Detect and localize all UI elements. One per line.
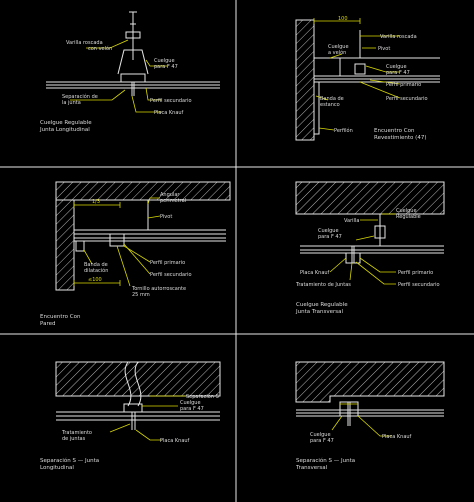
callout: para F 47	[154, 64, 178, 70]
callout: Perfil secundario	[150, 98, 192, 104]
callout: Cuelgue	[180, 400, 201, 406]
dimension-label: ≤100	[88, 277, 102, 283]
panel-3-callouts: Angular perimetral Pivot Banda de dilata…	[84, 192, 192, 298]
callout: Varilla roscada	[66, 40, 103, 46]
callout: Tornillo autorroscante	[131, 286, 186, 292]
callout: Pivot	[378, 46, 390, 52]
callout: Placa Knauf	[154, 110, 184, 116]
caption-line: Separación S — Junta	[40, 457, 99, 464]
callout: a velón	[328, 49, 346, 56]
detail-panel-6: Cuelgue para F 47 Placa Knauf Separación…	[295, 361, 445, 471]
callout: con velón	[88, 45, 112, 52]
callout: Varilla roscada	[380, 34, 417, 40]
callout: Pivot	[160, 214, 172, 220]
callout: Perfil secundario	[398, 282, 440, 288]
callout: Separación S	[186, 393, 219, 400]
callout: Perfil primario	[398, 270, 433, 276]
callout: Placa Knauf	[160, 438, 190, 444]
dimension-label: 1/3	[92, 199, 100, 205]
callout: Perfil secundario	[150, 272, 192, 278]
callout: Tratamiento de Juntas	[295, 282, 351, 288]
callout: Perfil secundario	[386, 96, 428, 102]
panel-1-callouts: Varilla roscada con velón Cuelgue para F…	[62, 40, 192, 116]
caption-line: Pared	[40, 321, 55, 327]
callout: Varilla	[344, 218, 359, 224]
detail-panel-4: Cuelgue Regulable Varilla Cuelgue para F…	[295, 181, 445, 315]
callout: Perfil primario	[386, 82, 421, 88]
caption-line: Cuelgue Regulable	[296, 302, 348, 308]
detail-panel-5: Separación S Cuelgue para F 47 Tratamien…	[40, 361, 221, 471]
callout: perimetral	[160, 198, 186, 204]
panel-2-caption: Encuentro Con Revestimiento (47)	[374, 128, 426, 141]
callout: Banda de	[84, 262, 108, 268]
panel-1-caption: Cuelgue Regulable Junta Longitudinal	[39, 120, 92, 133]
callout: Separación de	[62, 93, 98, 100]
callout: Angular	[160, 192, 180, 198]
panel-3-caption: Encuentro Con Pared	[40, 314, 81, 327]
caption-line: Encuentro Con	[374, 128, 415, 134]
callout: de juntas	[62, 436, 86, 442]
caption-line: Separación S — Junta	[296, 457, 355, 464]
callout: para F 47	[318, 234, 342, 240]
callout: Perfilón	[334, 127, 353, 134]
panel-4-callouts: Cuelgue Regulable Varilla Cuelgue para F…	[295, 208, 440, 288]
callout: para F 47	[310, 438, 334, 444]
callout: Regulable	[396, 214, 421, 220]
callout: Cuelgue	[310, 432, 331, 438]
caption-line: Longitudinal	[40, 465, 74, 471]
caption-line: Junta Transversal	[295, 309, 344, 315]
panel-4-caption: Cuelgue Regulable Junta Transversal	[295, 302, 348, 315]
caption-line: Encuentro Con	[40, 314, 81, 320]
callout: Cuelgue	[154, 58, 175, 64]
callout: para F 47	[180, 406, 204, 412]
callout: Banda de	[320, 96, 344, 102]
detail-panel-2: 100 Varilla roscada Pivot Cuelgue a veló…	[295, 16, 440, 141]
callout: Placa Knauf	[382, 434, 412, 440]
panel-6-callouts: Cuelgue para F 47 Placa Knauf	[310, 432, 412, 444]
callout: estanco	[320, 102, 340, 108]
callout: Cuelgue	[396, 208, 417, 214]
caption-line: Revestimiento (47)	[374, 135, 426, 141]
detail-panel-3: 1/3 ≤100 Angular perimetral Pivot Banda …	[40, 181, 231, 327]
panel-5-callouts: Separación S Cuelgue para F 47 Tratamien…	[61, 393, 219, 444]
callout: para F 47	[386, 70, 410, 76]
caption-line: Transversal	[295, 465, 328, 471]
callout: dilatación	[84, 267, 108, 274]
detail-panel-1: Varilla roscada con velón Cuelgue para F…	[39, 11, 220, 133]
panel-2-callouts: Varilla roscada Pivot Cuelgue a velón Cu…	[320, 34, 428, 134]
callout: Placa Knauf	[300, 270, 330, 276]
callout: 25 mm	[132, 292, 150, 298]
callout: Perfil primario	[150, 260, 185, 266]
callout: Cuelgue	[328, 44, 349, 50]
callout: la junta	[62, 100, 81, 106]
callout: Cuelgue	[386, 64, 407, 70]
callout: Tratamiento	[61, 430, 92, 436]
callout: Cuelgue	[318, 228, 339, 234]
panel-6-caption: Separación S — Junta Transversal	[295, 457, 355, 471]
panel-5-caption: Separación S — Junta Longitudinal	[40, 457, 99, 471]
dimension-label: 100	[338, 16, 348, 22]
caption-line: Junta Longitudinal	[39, 127, 90, 133]
caption-line: Cuelgue Regulable	[40, 120, 92, 126]
